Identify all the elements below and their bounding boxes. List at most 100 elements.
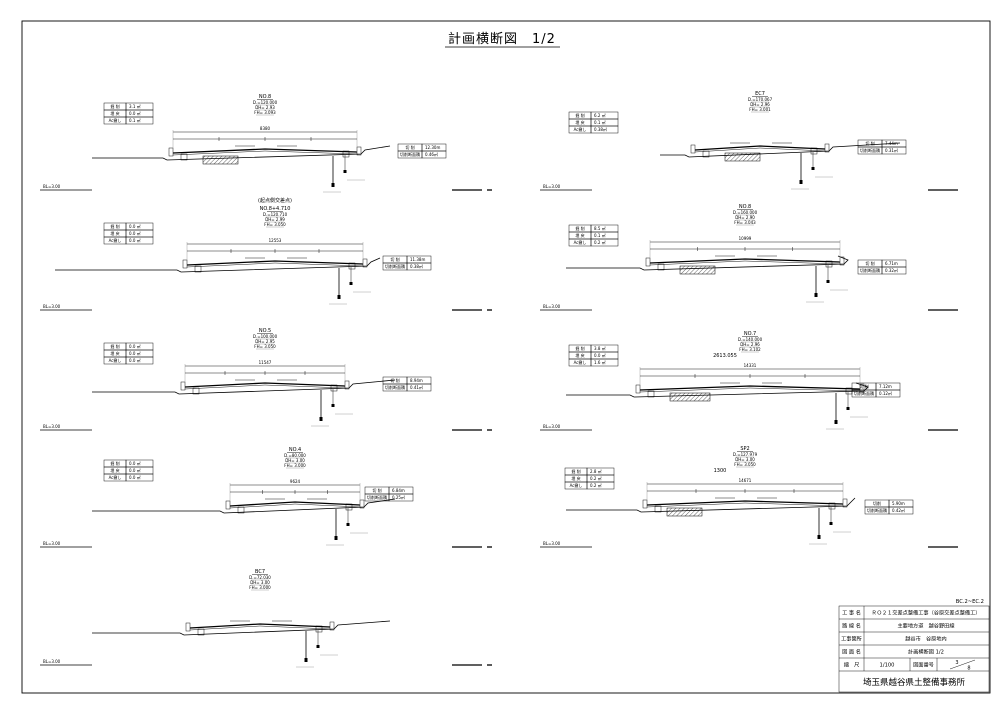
area-table-label: 埋 戻 [571,475,580,481]
area-table-value: 0.1 ㎡ [129,117,141,123]
area-table-label: Ac撤し [574,126,587,132]
ground-line [92,498,396,514]
overall-width-label: 8380 [260,126,271,131]
drain-box [315,625,323,633]
area-table-value: 0.2 ㎡ [590,475,602,481]
curb-right [824,143,830,153]
marker-foot [343,170,347,173]
area-table-cell [586,481,615,490]
cut-table-value: 5.90m [892,501,905,506]
ground-line [92,145,391,161]
marker-foot [811,167,815,170]
curb-left [168,147,174,157]
curb-right [329,621,335,631]
pavement-base [639,387,861,393]
cut-table-value: 7.44m [885,141,898,146]
station-label: BL=3.00 [543,304,561,309]
station-label: BL=3.00 [543,541,561,546]
elevation-label: DH= 3.00 [285,458,305,463]
area-table-label: 埋 戻 [575,232,584,238]
tb-drawing-no-label: 図面番号 [913,662,934,669]
curb-left [690,144,696,154]
drain-box [192,387,200,395]
marker-foot [846,407,850,410]
elevation-label: D.=140.000 [738,337,763,342]
cut-table-cell [888,506,914,515]
drain-box [647,390,655,398]
extra-label: 2613.055 [713,353,737,359]
pavement-base [229,503,361,509]
area-table-value: 0.0 ㎡ [129,343,141,349]
section-subname: (起点側交差点) [258,197,292,204]
ground-line [92,620,391,636]
tb-label-drawing: 図 面 名 [842,648,861,656]
drain-box [197,628,205,636]
pavement-surface [639,385,861,391]
area-table-value: 0.0 ㎡ [129,230,141,236]
drain-box [348,262,356,270]
ground-line [55,257,381,273]
cut-table-cell [406,383,432,392]
area-table-label: 埋 戻 [575,119,584,125]
drain-box [654,505,662,513]
cut-table-label: 切削断面積 [367,494,387,500]
title-block: 工 事 名 ＲＯ２１交差点整備工事（谷原交差点整備工） 路 線 名 主要地方道 … [838,605,990,693]
elevation-label: FH= 3.043 [734,220,756,225]
area-table-value: 0.0 ㎡ [129,223,141,229]
tb-value-location: 越谷市 谷原地内 [905,635,947,643]
elevation-label: FH= 3.050 [264,222,286,227]
area-table-cell [590,125,619,134]
elevation-label: FH= 3.000 [284,463,306,468]
section-name: SP2 [740,446,749,452]
area-table-value: 0.38㎡ [594,126,607,132]
pole-foot [799,180,803,184]
elevation-label: FH= 3.050 [734,462,756,467]
area-table-value: 0.2 ㎡ [590,482,602,488]
section-name: BC7 [255,569,265,575]
cut-table-label: 切削 [873,500,881,506]
pole-foot [814,293,818,297]
tb-label-location: 工事箇所 [841,635,862,643]
cut-table-cell [388,493,414,502]
pavement-base [694,147,826,153]
area-table-cell [125,473,154,482]
area-table-value: 3.1 ㎡ [129,103,141,109]
drain-box [702,150,710,158]
pavement-surface [184,382,346,388]
area-table-value: 0.0 ㎡ [129,474,141,480]
area-table-value: 0.2 ㎡ [594,239,606,245]
cut-table-label: 切削断面積 [860,267,880,273]
section-name: NO.4 [289,447,301,453]
station-label: BL=3.00 [543,184,561,189]
overall-width-label: 11547 [259,360,272,365]
area-table-label: Ac撤し [574,359,587,365]
elevation-label: DH= 2.93 [255,105,275,110]
area-table-value: 0.0 ㎡ [129,237,141,243]
area-table-label: 掘 削 [571,468,580,474]
area-table-label: 掘 削 [575,112,584,118]
area-table-cell [125,236,154,245]
section-name: NO.7 [744,331,756,337]
section-name: NO.5 [259,328,271,334]
area-table-value: 2.8 ㎡ [590,468,602,474]
elevation-label: DH= 3.00 [735,457,755,462]
cut-table-cell [875,389,901,398]
station-label: BL=3.00 [43,659,61,664]
cut-table-label: 切削断面積 [385,263,405,269]
area-table-value: 1.6 ㎡ [594,359,606,365]
elevation-label: DH= 3.00 [250,580,270,585]
area-table-label: 埋 戻 [110,350,119,356]
marker-foot [346,523,350,526]
cut-table-cell [421,150,447,159]
pavement-base [646,502,844,508]
tb-label-route: 路 線 名 [842,622,861,630]
pole-foot [337,295,341,299]
overall-width-label: 10999 [739,236,752,241]
drain-box [330,384,338,392]
elevation-label: D.=72.030 [249,575,271,580]
excavation-hatch [669,392,711,402]
overall-width-label: 14671 [739,478,752,483]
